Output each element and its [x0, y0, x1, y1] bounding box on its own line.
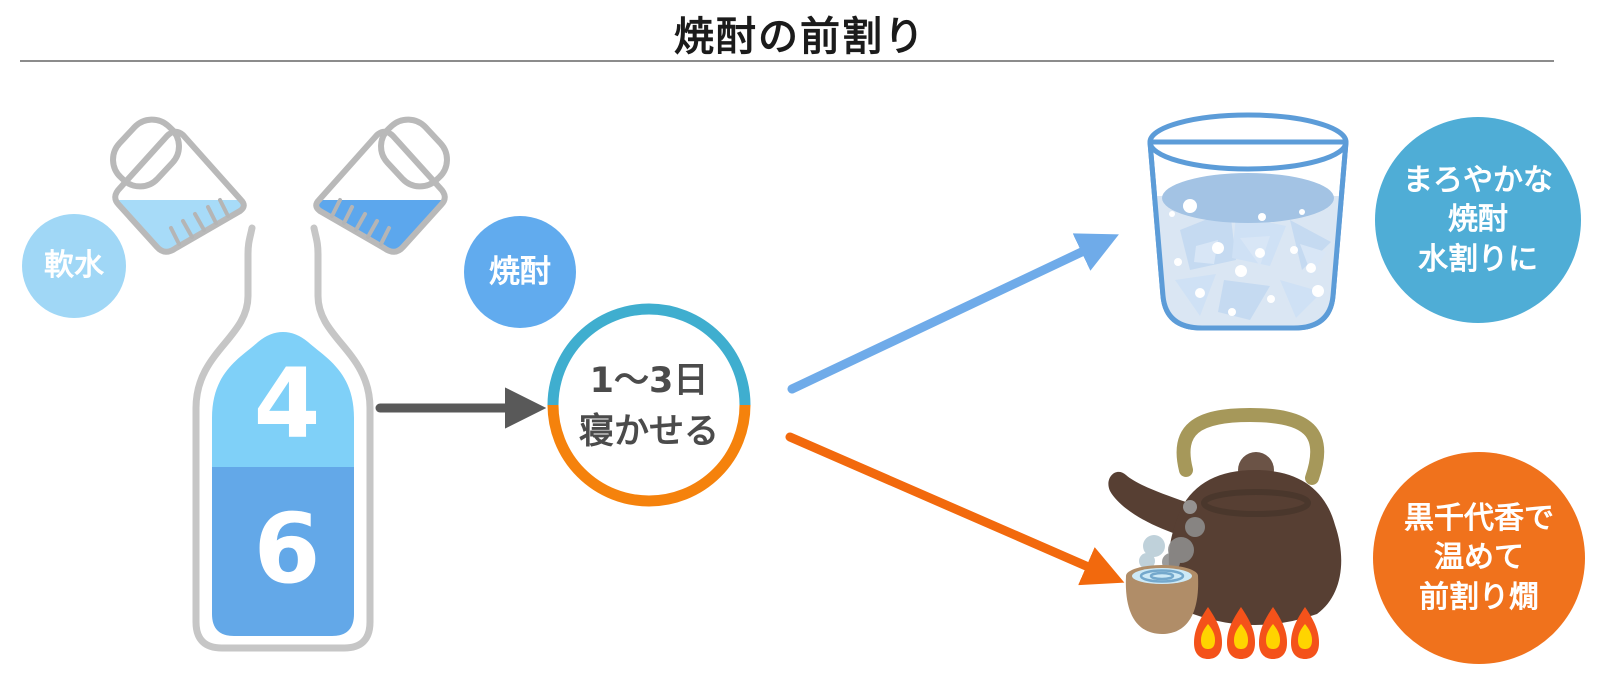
hot-result-circle: 黒千代香で 温めて 前割り燗: [1373, 452, 1585, 664]
cold-result-line2: 焼酎: [1448, 202, 1508, 238]
rest-ring-fill: [555, 311, 743, 499]
cold-result-line3: 水割りに: [1418, 241, 1538, 277]
rest-step-line1: 1〜3日: [589, 361, 709, 402]
water-badge: 軟水: [22, 214, 126, 318]
shochu-badge: 焼酎: [464, 216, 576, 328]
hot-result-line2: 温めて: [1434, 540, 1524, 576]
flames-icon: [1194, 607, 1319, 659]
kettle-lid-seam: [1201, 489, 1311, 517]
arrow-to-cold: [787, 233, 1119, 394]
shochu-ratio-number: 6: [253, 493, 321, 605]
hot-result-line3: 前割り燗: [1419, 579, 1539, 615]
water-ratio-number: 4: [253, 348, 321, 460]
shochu-pitcher-handle: [378, 116, 450, 190]
bottle-shochu-layer: [212, 467, 354, 636]
page-title: 焼酎の前割り: [674, 14, 926, 60]
water-pitcher-ticks: [169, 198, 230, 246]
water-pitcher-body: [112, 128, 247, 255]
rest-ring-bottom-arc: [547, 404, 751, 507]
arrow-to-hot: [785, 432, 1125, 586]
glass-water: [1150, 173, 1346, 328]
shochu-badge-label: 焼酎: [489, 253, 551, 290]
rest-ring-top-arc: [547, 303, 751, 406]
rest-step-ring: [547, 303, 751, 507]
water-pitcher-handle: [110, 116, 182, 190]
kettle-handle: [1176, 407, 1325, 485]
kettle-spout: [1108, 471, 1186, 536]
cold-result-circle: まろやかな 焼酎 水割りに: [1375, 117, 1581, 323]
steam-icon: [1139, 500, 1205, 571]
cold-result-line1: まろやかな: [1403, 162, 1553, 198]
kettle-icon: [1108, 407, 1342, 659]
shochu-pitcher-ticks: [330, 198, 391, 246]
glass-rim: [1147, 112, 1349, 172]
water-badge-label: 軟水: [44, 248, 104, 284]
shochu-pitcher-body: [313, 128, 448, 255]
bottle-outline: [192, 224, 374, 652]
hot-result-line1: 黒千代香で: [1404, 500, 1554, 536]
shochu-pitcher-icon: [313, 116, 450, 255]
rest-step-text: 1〜3日 寝かせる: [549, 309, 749, 505]
rest-step-line2: 寝かせる: [578, 412, 719, 452]
title-divider: [20, 60, 1554, 62]
iced-glass-icon: [1147, 112, 1349, 331]
sake-cup-icon: [1125, 565, 1199, 634]
